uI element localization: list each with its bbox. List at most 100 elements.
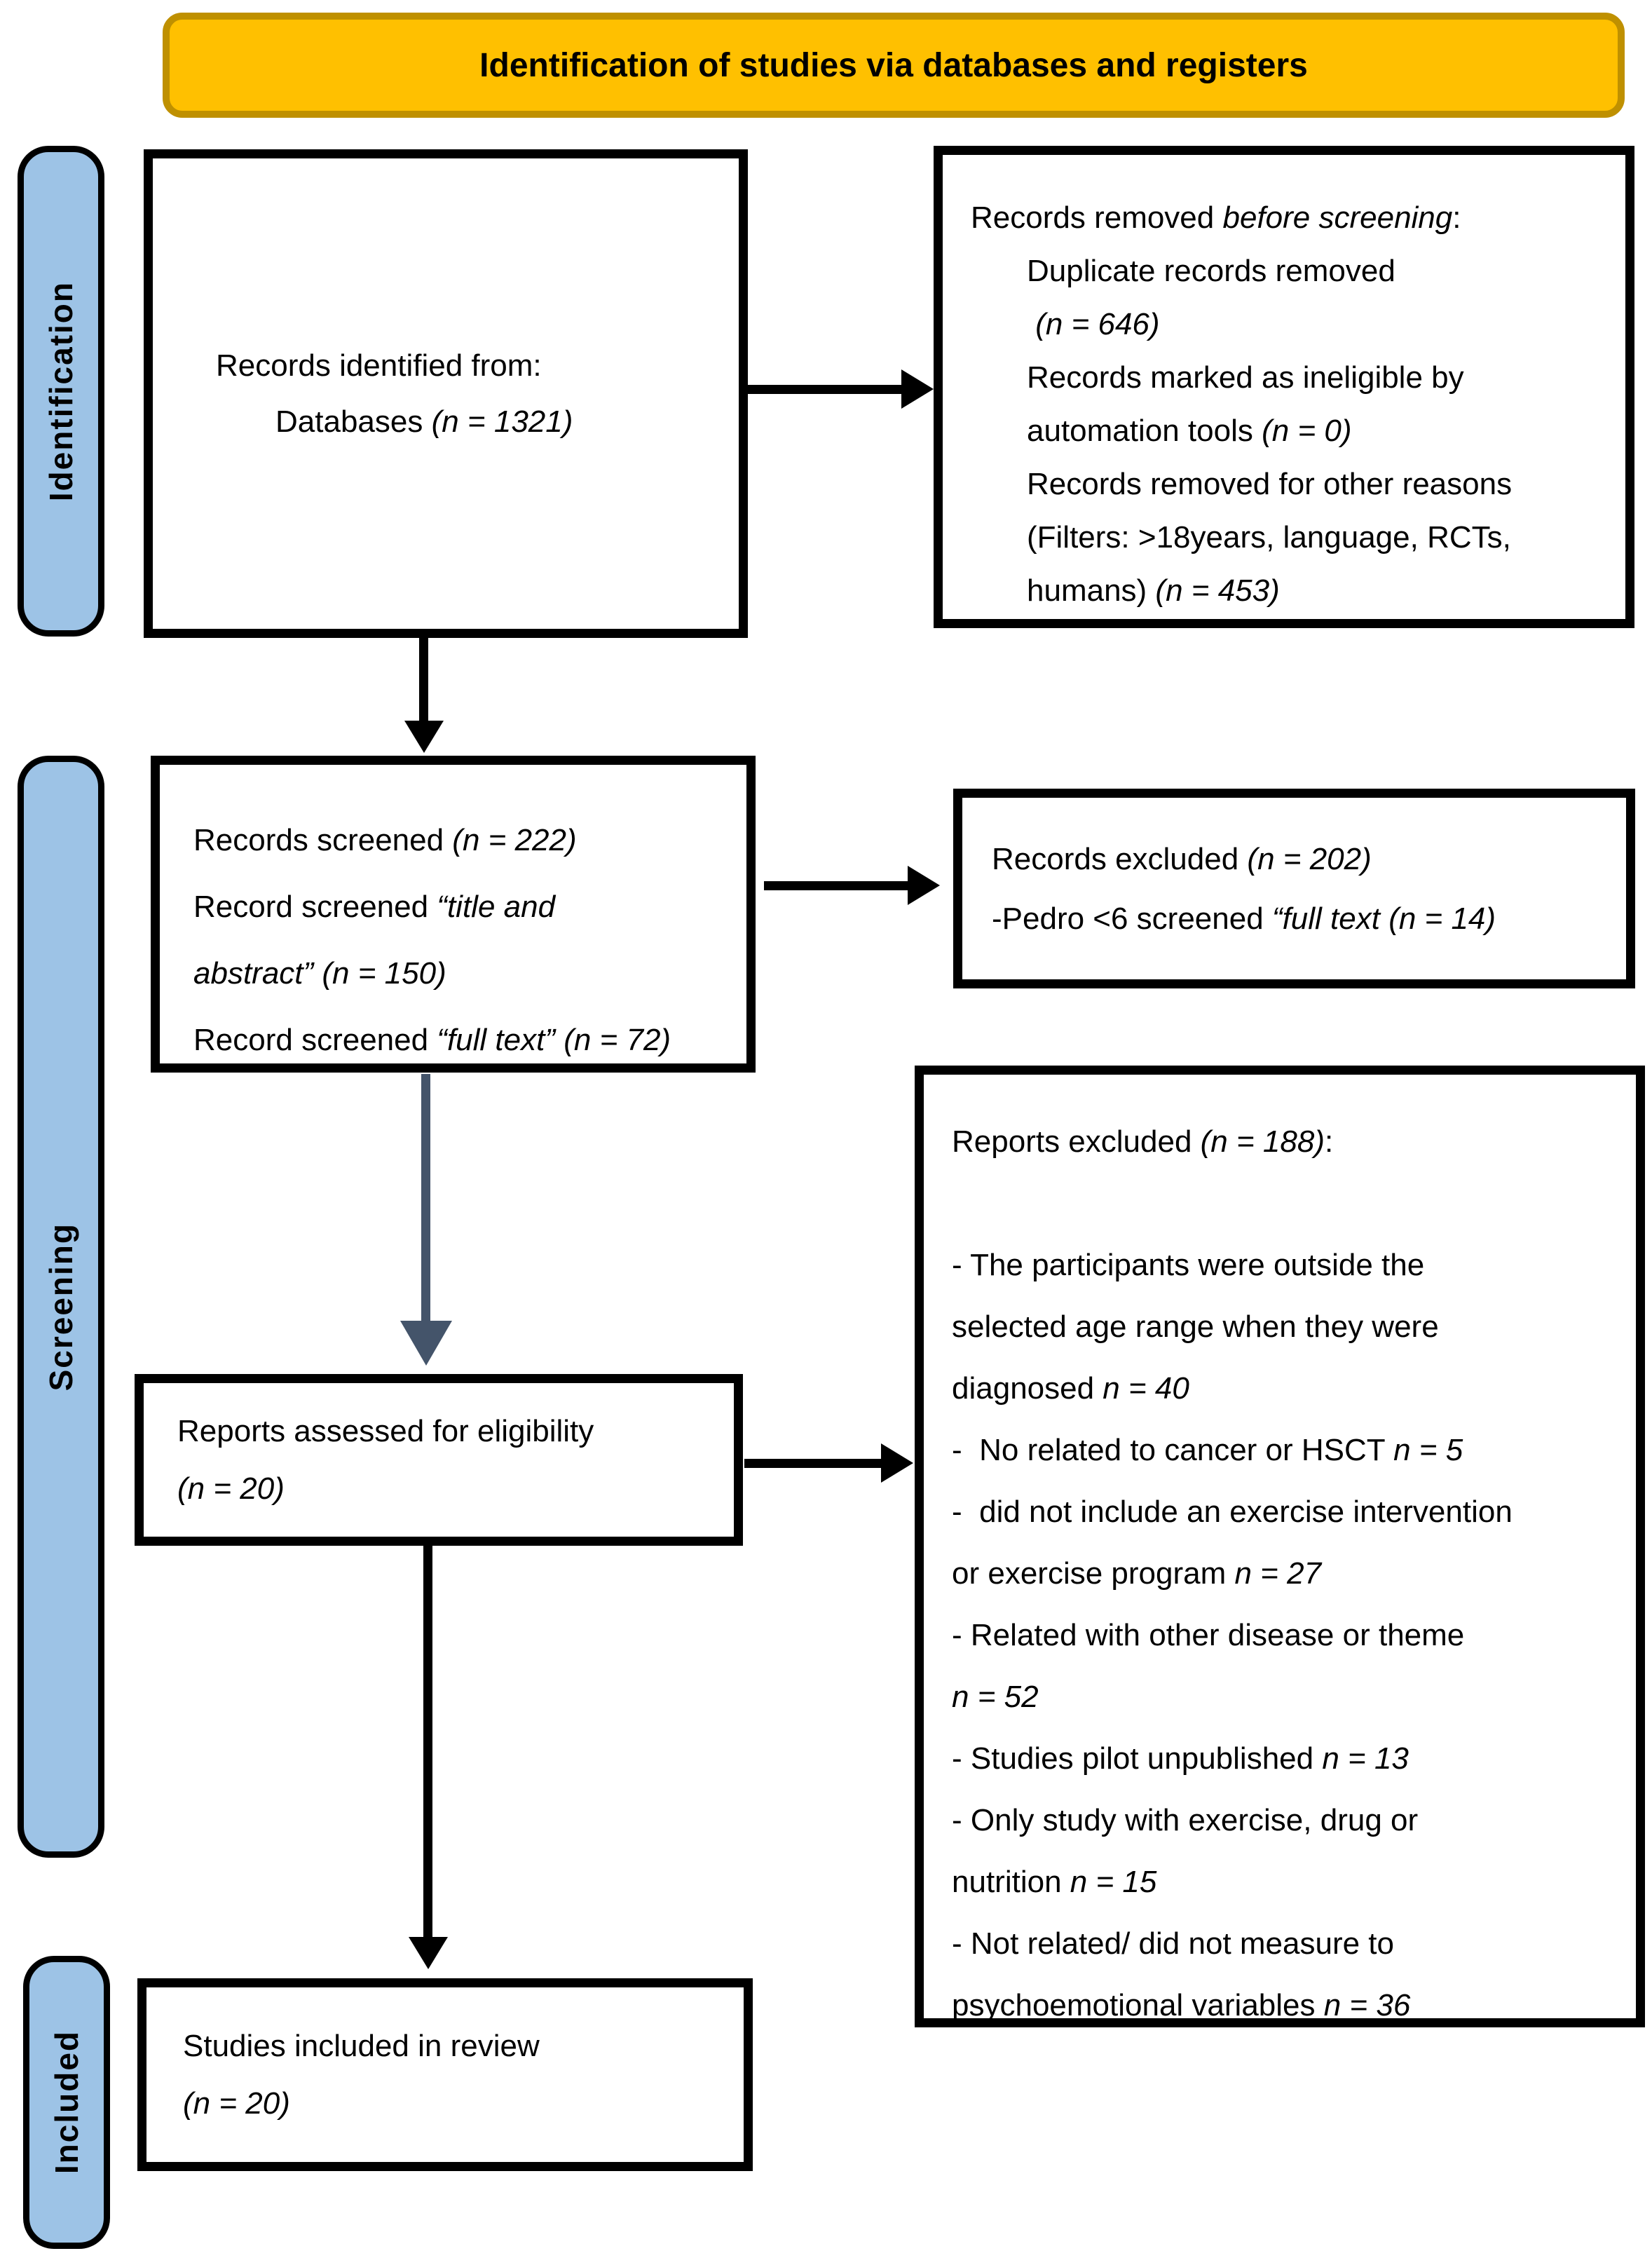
text-run: psychoemotional variables (952, 1988, 1324, 2022)
text-run: : (1452, 200, 1461, 235)
text-run: humans) (1027, 573, 1156, 608)
text-line: Record screened “title and (193, 873, 736, 940)
text-run-italic: (n = 1321) (431, 404, 573, 439)
text-run-italic: (n = 453) (1155, 573, 1280, 608)
text-line: - did not include an exercise interventi… (952, 1481, 1618, 1543)
text-line: (n = 20) (183, 2075, 744, 2133)
text-run: - Not related/ did not measure to (952, 1926, 1394, 1961)
text-run: Records screened (193, 823, 453, 857)
text-run-italic: (n = 222) (452, 823, 577, 857)
text-run-italic: (n = 20) (183, 2086, 290, 2121)
banner-identification-of-studies: Identification of studies via databases … (163, 13, 1625, 118)
text-line: - Studies pilot unpublished n = 13 (952, 1728, 1618, 1790)
arrow-screened-to-excluded-line (764, 881, 911, 890)
text-run: : (1325, 1124, 1334, 1159)
text-line: n = 52 (952, 1666, 1618, 1728)
phase-tab-identification: Identification (18, 146, 104, 637)
arrow-screened-to-excluded-head (908, 866, 940, 905)
text-run: Reports assessed for eligibility (177, 1413, 594, 1448)
text-line: humans) (n = 453) (971, 564, 1611, 618)
text-line: (n = 20) (177, 1460, 734, 1518)
text-run: Record screened (193, 890, 437, 924)
phase-tab-identification-label: Identification (43, 280, 79, 502)
phase-tab-included: Included (23, 1956, 110, 2249)
arrow-assessed-to-included-line (423, 1546, 432, 1940)
text-line: - Only study with exercise, drug or (952, 1790, 1618, 1851)
phase-tab-screening-label: Screening (43, 1222, 79, 1392)
text-run-italic: “title and (437, 890, 556, 924)
text-line: Studies included in review (183, 2018, 744, 2075)
text-line: -Pedro <6 screened “full text (n = 14) (992, 889, 1626, 948)
text-run: automation tools (1027, 414, 1262, 448)
text-line: - No related to cancer or HSCT n = 5 (952, 1420, 1618, 1481)
text-line: (n = 646) (971, 298, 1611, 351)
text-run: -Pedro <6 screened (992, 901, 1272, 936)
text-run-italic: n = 5 (1393, 1433, 1463, 1467)
phase-tab-screening: Screening (18, 756, 104, 1858)
text-line: Records identified from: (216, 338, 739, 394)
text-line: Records screened (n = 222) (193, 807, 736, 873)
text-run: selected age range when they were (952, 1310, 1439, 1344)
text-run: or exercise program (952, 1556, 1235, 1591)
text-run-italic: before screening (1222, 200, 1453, 235)
text-line: Duplicate records removed (971, 245, 1611, 298)
text-line: - Related with other disease or theme (952, 1605, 1618, 1666)
box-reports-assessed: Reports assessed for eligibility (n = 20) (135, 1374, 743, 1546)
text-run-italic: n = 13 (1322, 1741, 1409, 1776)
arrow-screened-to-assessed-line (421, 1074, 430, 1324)
text-run: - The participants were outside the (952, 1248, 1425, 1282)
text-run: diagnosed (952, 1371, 1103, 1406)
arrow-assessed-to-included-head (409, 1937, 448, 1969)
text-run: Record screened (193, 1023, 437, 1057)
text-line: - The participants were outside the (952, 1235, 1618, 1296)
text-run-italic: abstract” (n = 150) (193, 956, 446, 991)
text-run: Records identified from: (216, 348, 542, 383)
text-run: - Studies pilot unpublished (952, 1741, 1323, 1776)
text-line: Databases (n = 1321) (216, 394, 739, 450)
text-run-italic: n = 52 (952, 1680, 1039, 1714)
text-run: Records removed for other reasons (1027, 467, 1513, 501)
text-line: diagnosed n = 40 (952, 1358, 1618, 1420)
box-records-removed-before-screening: Records removed before screening: Duplica… (934, 146, 1634, 628)
text-run-italic: (n = 202) (1247, 841, 1372, 876)
text-run-italic: n = 15 (1070, 1865, 1157, 1899)
arrow-screened-to-assessed-head (400, 1321, 452, 1366)
box-studies-included: Studies included in review (n = 20) (137, 1978, 753, 2171)
text-run: (Filters: >18years, language, RCTs, (1027, 520, 1511, 555)
box-reports-excluded: Reports excluded (n = 188): - The partic… (915, 1066, 1645, 2027)
text-run: Records excluded (992, 841, 1248, 876)
text-run: - Only study with exercise, drug or (952, 1803, 1419, 1837)
text-line: automation tools (n = 0) (971, 404, 1611, 458)
text-run-italic: (n = 0) (1262, 414, 1352, 448)
arrow-identified-to-removed-head (901, 369, 934, 409)
text-line: or exercise program n = 27 (952, 1543, 1618, 1605)
text-run: Reports excluded (952, 1124, 1201, 1159)
text-line: nutrition n = 15 (952, 1851, 1618, 1913)
text-line: (Filters: >18years, language, RCTs, (971, 511, 1611, 564)
text-line: Record screened “full text” (n = 72) (193, 1007, 736, 1073)
text-run: Records removed (971, 200, 1223, 235)
text-line: Reports assessed for eligibility (177, 1403, 734, 1460)
text-line: abstract” (n = 150) (193, 940, 736, 1007)
text-line (952, 1173, 1618, 1235)
text-run: Duplicate records removed (1027, 254, 1395, 288)
box-records-screened: Records screened (n = 222)Record screene… (151, 756, 756, 1073)
arrow-identified-to-screened-line (419, 638, 428, 725)
text-run: Databases (275, 404, 432, 439)
text-run: Studies included in review (183, 2028, 540, 2063)
text-run-italic: (n = 646) (1027, 307, 1160, 341)
text-line: - Not related/ did not measure to (952, 1913, 1618, 1975)
text-run-italic: “full text (n = 14) (1271, 901, 1496, 936)
text-run-italic: “full text” (n = 72) (437, 1023, 671, 1057)
text-run: Records marked as ineligible by (1027, 360, 1464, 395)
text-run: - Related with other disease or theme (952, 1618, 1465, 1652)
text-line: psychoemotional variables n = 36 (952, 1975, 1618, 2036)
text-run-italic: n = 36 (1323, 1988, 1411, 2022)
box-records-excluded: Records excluded (n = 202)-Pedro <6 scre… (953, 789, 1635, 988)
arrow-assessed-to-reports-excluded-head (881, 1443, 913, 1483)
text-line: selected age range when they were (952, 1296, 1618, 1358)
text-line: Records excluded (n = 202) (992, 829, 1626, 889)
text-line: Reports excluded (n = 188): (952, 1111, 1618, 1173)
banner-title: Identification of studies via databases … (479, 46, 1308, 84)
text-line: Records removed before screening: (971, 191, 1611, 245)
